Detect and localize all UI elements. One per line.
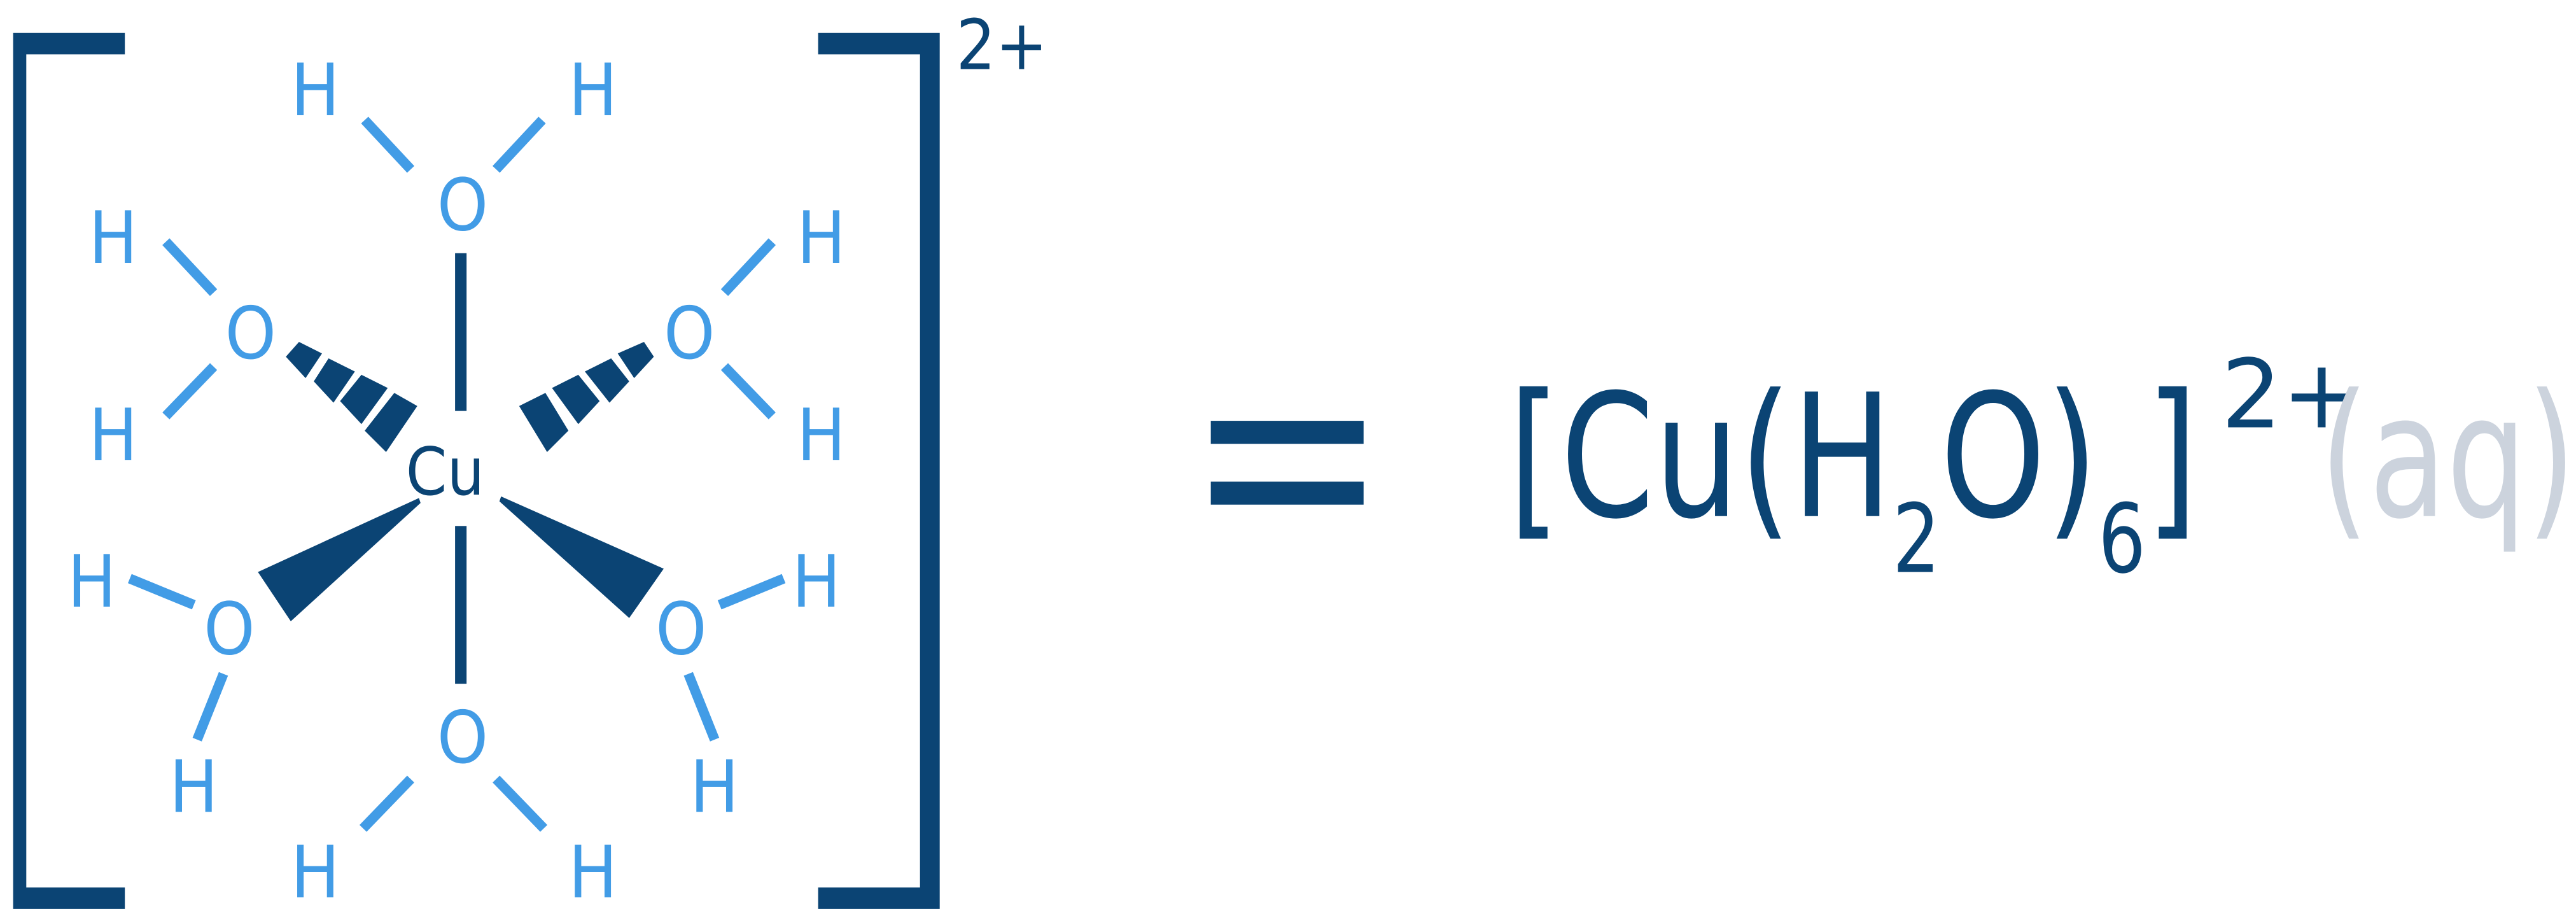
left-square-bracket [13, 32, 125, 909]
condensed-formula: [Cu(H2O)6] 2+ (aq) [1508, 339, 2576, 595]
bond-o-h [717, 574, 786, 610]
formula-open-bracket: [ [1508, 358, 1560, 557]
hydrogen-atom-label: H [88, 196, 137, 280]
oxygen-atom-label: O [664, 292, 715, 376]
formula-charge: 2+ [2221, 339, 2362, 450]
water-ligand-bottom: O H H [291, 696, 617, 909]
bond-o-h [361, 116, 415, 173]
bond-o-h [162, 363, 218, 419]
hydrogen-atom-label: H [67, 540, 116, 624]
oxygen-atom-label: O [204, 588, 255, 672]
hydrogen-atom-label: H [797, 393, 846, 477]
bond-o-h [720, 238, 776, 297]
bond-o-h [162, 238, 218, 297]
hydrogen-atom-label: H [797, 196, 846, 280]
hydrogen-atom-label: H [568, 48, 617, 132]
water-ligand-top: O H H [291, 48, 617, 248]
formula-ligand-count: 6 [2098, 484, 2146, 595]
water-ligand-lower-left: O H H [67, 540, 255, 829]
water-ligand-lower-right: O H H [655, 540, 841, 829]
copper-atom-label: Cu [406, 434, 485, 511]
hydrogen-atom-label: H [291, 831, 340, 909]
formula-oxygen: O [1940, 358, 2046, 557]
bond-o-h [192, 672, 228, 742]
formula-hydrogen: H [1791, 358, 1893, 557]
oxygen-atom-label: O [225, 292, 276, 376]
hydrogen-atom-label: H [169, 745, 218, 829]
bond-o-h [720, 363, 776, 419]
bond-o-h [128, 574, 196, 610]
svg-text:[Cu(H2O)6]: [Cu(H2O)6] [1508, 358, 2198, 595]
hydrogen-atom-label: H [88, 393, 137, 477]
formula-open-paren: ( [1739, 358, 1791, 557]
hashed-wedge-upper-right [519, 342, 654, 453]
equals-sign [1210, 421, 1364, 505]
solid-wedge-lower-right [499, 496, 664, 618]
water-ligand-upper-left: O H H [88, 196, 276, 477]
formula-state: (aq) [2320, 358, 2576, 557]
bond-cu-o-bottom [455, 526, 467, 684]
formula-close-bracket: ] [2146, 358, 2198, 557]
hashed-wedge-upper-left [286, 342, 417, 453]
bond-cu-o-top [455, 253, 467, 411]
hydrogen-atom-label: H [568, 831, 617, 909]
formula-h-subscript: 2 [1893, 484, 1940, 595]
hydrogen-atom-label: H [792, 540, 841, 624]
oxygen-atom-label: O [437, 164, 488, 248]
complex-charge: 2+ [956, 5, 1048, 86]
oxygen-atom-label: O [437, 696, 488, 780]
hydrogen-atom-label: H [690, 745, 739, 829]
formula-metal: Cu [1560, 358, 1739, 557]
water-ligand-upper-right: O H H [664, 196, 846, 477]
oxygen-atom-label: O [655, 588, 706, 672]
solid-wedge-lower-left [258, 498, 421, 622]
formula-close-paren: ) [2046, 358, 2098, 557]
hydrogen-atom-label: H [291, 48, 340, 132]
bond-o-h [492, 116, 546, 173]
bond-o-h [683, 672, 720, 742]
right-square-bracket [818, 32, 940, 909]
bond-o-h [493, 775, 548, 832]
bond-o-h [359, 775, 414, 832]
